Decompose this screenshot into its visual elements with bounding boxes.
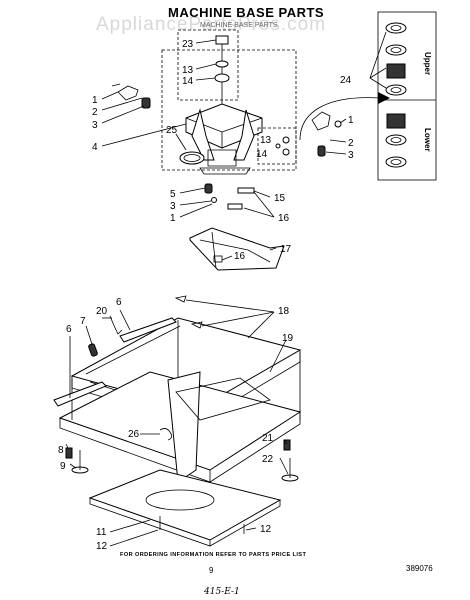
callout-21: 21 bbox=[262, 433, 274, 444]
handwritten-note: 415-E-1 bbox=[203, 587, 240, 597]
left-linkage-parts bbox=[101, 83, 151, 124]
diagram-subtitle: MACHINE BASE PARTS bbox=[200, 22, 278, 29]
transmission-base-assembly bbox=[185, 35, 263, 167]
callout-22: 22 bbox=[262, 454, 274, 465]
document-number: 389076 bbox=[406, 564, 433, 573]
transmission-detail-box bbox=[177, 29, 239, 101]
motor-base-box bbox=[161, 49, 297, 171]
callout-12-left: 12 bbox=[96, 541, 108, 552]
brake-pin-parts bbox=[199, 167, 255, 210]
machine-base-frame bbox=[58, 317, 302, 483]
cam-plate bbox=[189, 227, 285, 271]
callout-2-right: 2 bbox=[348, 138, 354, 149]
frame-clip bbox=[159, 428, 172, 441]
roller-pin bbox=[88, 343, 98, 357]
callout-17: 17 bbox=[280, 244, 292, 255]
callout-18: 18 bbox=[278, 306, 290, 317]
callout-13-right: 13 bbox=[260, 135, 272, 146]
pulley-detail-box bbox=[257, 127, 297, 165]
leader-lines bbox=[65, 31, 387, 547]
callout-20: 20 bbox=[96, 306, 108, 317]
callout-16-upper: 16 bbox=[278, 213, 290, 224]
bearing-inset-box bbox=[377, 11, 437, 181]
callout-15: 15 bbox=[274, 193, 286, 204]
callout-1-upper-left: 1 bbox=[92, 95, 98, 106]
callout-14-right: 14 bbox=[256, 149, 268, 160]
callout-5: 5 bbox=[170, 189, 176, 200]
callout-25: 25 bbox=[166, 125, 178, 136]
callout-13-upper: 13 bbox=[182, 65, 194, 76]
watermark-text: AppliancePartsPros.com bbox=[96, 14, 326, 35]
boot-seal-ring bbox=[179, 151, 205, 165]
callout-9: 9 bbox=[60, 461, 66, 472]
callout-14-upper: 14 bbox=[182, 76, 194, 87]
lower-bearing-stack bbox=[385, 113, 407, 168]
callout-1-middle: 1 bbox=[170, 213, 176, 224]
callout-3-right: 3 bbox=[348, 150, 354, 161]
callout-3-middle: 3 bbox=[170, 201, 176, 212]
callout-24: 24 bbox=[340, 75, 352, 86]
callout-3-upper-left: 3 bbox=[92, 120, 98, 131]
callout-11: 11 bbox=[96, 527, 107, 538]
callout-1-right: 1 bbox=[348, 115, 354, 126]
base-plate bbox=[88, 469, 282, 547]
leveling-feet bbox=[65, 439, 299, 482]
inset-lower-label: Lower bbox=[423, 128, 432, 152]
inset-pointer-arrow bbox=[299, 97, 381, 141]
callout-26: 26 bbox=[128, 429, 140, 440]
diagram-title: MACHINE BASE PARTS bbox=[168, 5, 324, 20]
side-bracket-upper bbox=[119, 317, 177, 343]
callout-12-right: 12 bbox=[260, 524, 272, 535]
callout-6-lower: 6 bbox=[66, 324, 72, 335]
callout-23: 23 bbox=[182, 39, 194, 50]
callout-16-lower: 16 bbox=[234, 251, 246, 262]
callout-8: 8 bbox=[58, 445, 64, 456]
inset-upper-label: Upper bbox=[423, 52, 432, 75]
callout-19: 19 bbox=[282, 333, 294, 344]
side-bracket-lower bbox=[53, 381, 107, 407]
callout-7: 7 bbox=[80, 316, 86, 327]
callout-2-upper-left: 2 bbox=[92, 107, 98, 118]
callout-4: 4 bbox=[92, 142, 98, 153]
arrow-head bbox=[378, 92, 390, 104]
spring-clip bbox=[109, 315, 123, 335]
right-linkage-parts bbox=[311, 111, 342, 157]
callout-numbers: 1 2 3 4 25 23 13 14 24 13 14 1 2 3 5 3 1… bbox=[58, 39, 354, 552]
upper-bearing-stack bbox=[385, 22, 407, 96]
page-number: 9 bbox=[209, 566, 214, 575]
ordering-info-footer: FOR ORDERING INFORMATION REFER TO PARTS … bbox=[120, 552, 306, 558]
callout-6-upper: 6 bbox=[116, 297, 122, 308]
